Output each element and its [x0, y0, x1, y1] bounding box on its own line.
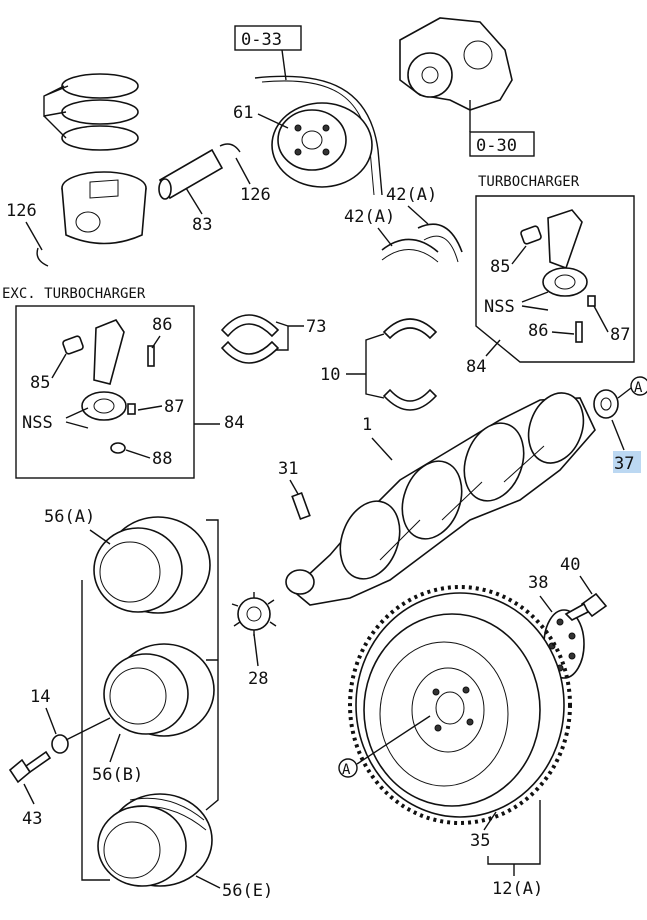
crankshaft-illustration: [285, 392, 596, 606]
snap-ring-126-right: [219, 143, 241, 153]
callout-85-turbo[interactable]: 85: [490, 257, 510, 277]
nss-turbo[interactable]: NSS: [484, 297, 515, 317]
callout-40[interactable]: 40: [560, 555, 580, 575]
pulley-56e-illustration: [97, 793, 213, 887]
callout-73[interactable]: 73: [306, 317, 326, 337]
callout-37-highlight: [613, 451, 641, 473]
callout-28[interactable]: 28: [248, 669, 268, 689]
callout-12a[interactable]: 12(A): [492, 879, 543, 899]
flywheel-illustration: [348, 585, 572, 825]
bearing-73-illustration: [220, 314, 280, 364]
piston-pin-83-illustration: [158, 148, 224, 200]
callout-61[interactable]: 61: [233, 103, 253, 123]
main-bearing-10-illustration: [382, 318, 438, 411]
callout-88[interactable]: 88: [152, 449, 172, 469]
callout-37[interactable]: 37: [614, 454, 634, 474]
piston-rings-illustration: [61, 73, 139, 151]
callout-56b[interactable]: 56(B): [92, 765, 143, 785]
ref-0-30-label: 0-30: [476, 136, 517, 156]
turbo-connecting-rod-illustration: [520, 209, 596, 343]
marker-a-bottom[interactable]: [338, 758, 358, 778]
pilot-bearing-37-illustration: [593, 389, 619, 419]
exc-turbocharger-group-box: [15, 305, 195, 479]
callout-1[interactable]: 1: [362, 415, 372, 435]
callout-83[interactable]: 83: [192, 215, 212, 235]
marker-a-top-label: A: [634, 380, 643, 396]
callout-56e[interactable]: 56(E): [222, 881, 273, 901]
callout-126-right[interactable]: 126: [240, 185, 271, 205]
callout-42a-lower[interactable]: 42(A): [344, 207, 395, 227]
marker-a-top[interactable]: [630, 376, 647, 396]
nss-exc[interactable]: NSS: [22, 413, 53, 433]
ref-0-33-label: 0-33: [241, 30, 282, 50]
callout-85-exc[interactable]: 85: [30, 373, 50, 393]
snap-ring-126-left: [36, 247, 49, 267]
piston-illustration: [61, 171, 147, 245]
callout-56a[interactable]: 56(A): [44, 507, 95, 527]
turbocharger-group-box: [475, 195, 635, 363]
pulley-56a-illustration: [93, 516, 211, 614]
callout-86-exc[interactable]: 86: [152, 315, 172, 335]
callout-43[interactable]: 43: [22, 809, 42, 829]
callout-84-turbo[interactable]: 84: [466, 357, 486, 377]
callout-84-exc[interactable]: 84: [224, 413, 244, 433]
timing-gear-28-illustration: [231, 592, 277, 636]
washer-14-illustration: [51, 734, 69, 754]
thrust-washer-left: [381, 238, 439, 253]
ref-box-0-30[interactable]: [469, 131, 535, 157]
water-pump-illustration: [399, 17, 513, 132]
pulley-group-bracket: [81, 519, 219, 881]
callout-14[interactable]: 14: [30, 687, 50, 707]
key-31-illustration: [291, 491, 311, 521]
callout-10[interactable]: 10: [320, 365, 340, 385]
callout-87-exc[interactable]: 87: [164, 397, 184, 417]
bolt-43-illustration: [8, 750, 52, 784]
ref-box-0-33[interactable]: [234, 25, 302, 51]
pulley-61-illustration: [271, 102, 373, 188]
marker-a-bottom-label: A: [342, 762, 351, 778]
callout-126-left[interactable]: 126: [6, 201, 37, 221]
connecting-rod-illustration: [62, 319, 155, 454]
callout-38[interactable]: 38: [528, 573, 548, 593]
pulley-56b-illustration: [103, 643, 215, 737]
callout-87-turbo[interactable]: 87: [610, 325, 630, 345]
section-exc-turbocharger-title: EXC. TURBOCHARGER: [2, 286, 146, 302]
section-turbocharger-title: TURBOCHARGER: [478, 174, 580, 190]
callout-42a-upper[interactable]: 42(A): [386, 185, 437, 205]
belt-line: [254, 75, 383, 196]
bolt-40-illustration: [564, 592, 608, 621]
callout-86-turbo[interactable]: 86: [528, 321, 548, 341]
callout-35[interactable]: 35: [470, 831, 490, 851]
callout-31[interactable]: 31: [278, 459, 298, 479]
